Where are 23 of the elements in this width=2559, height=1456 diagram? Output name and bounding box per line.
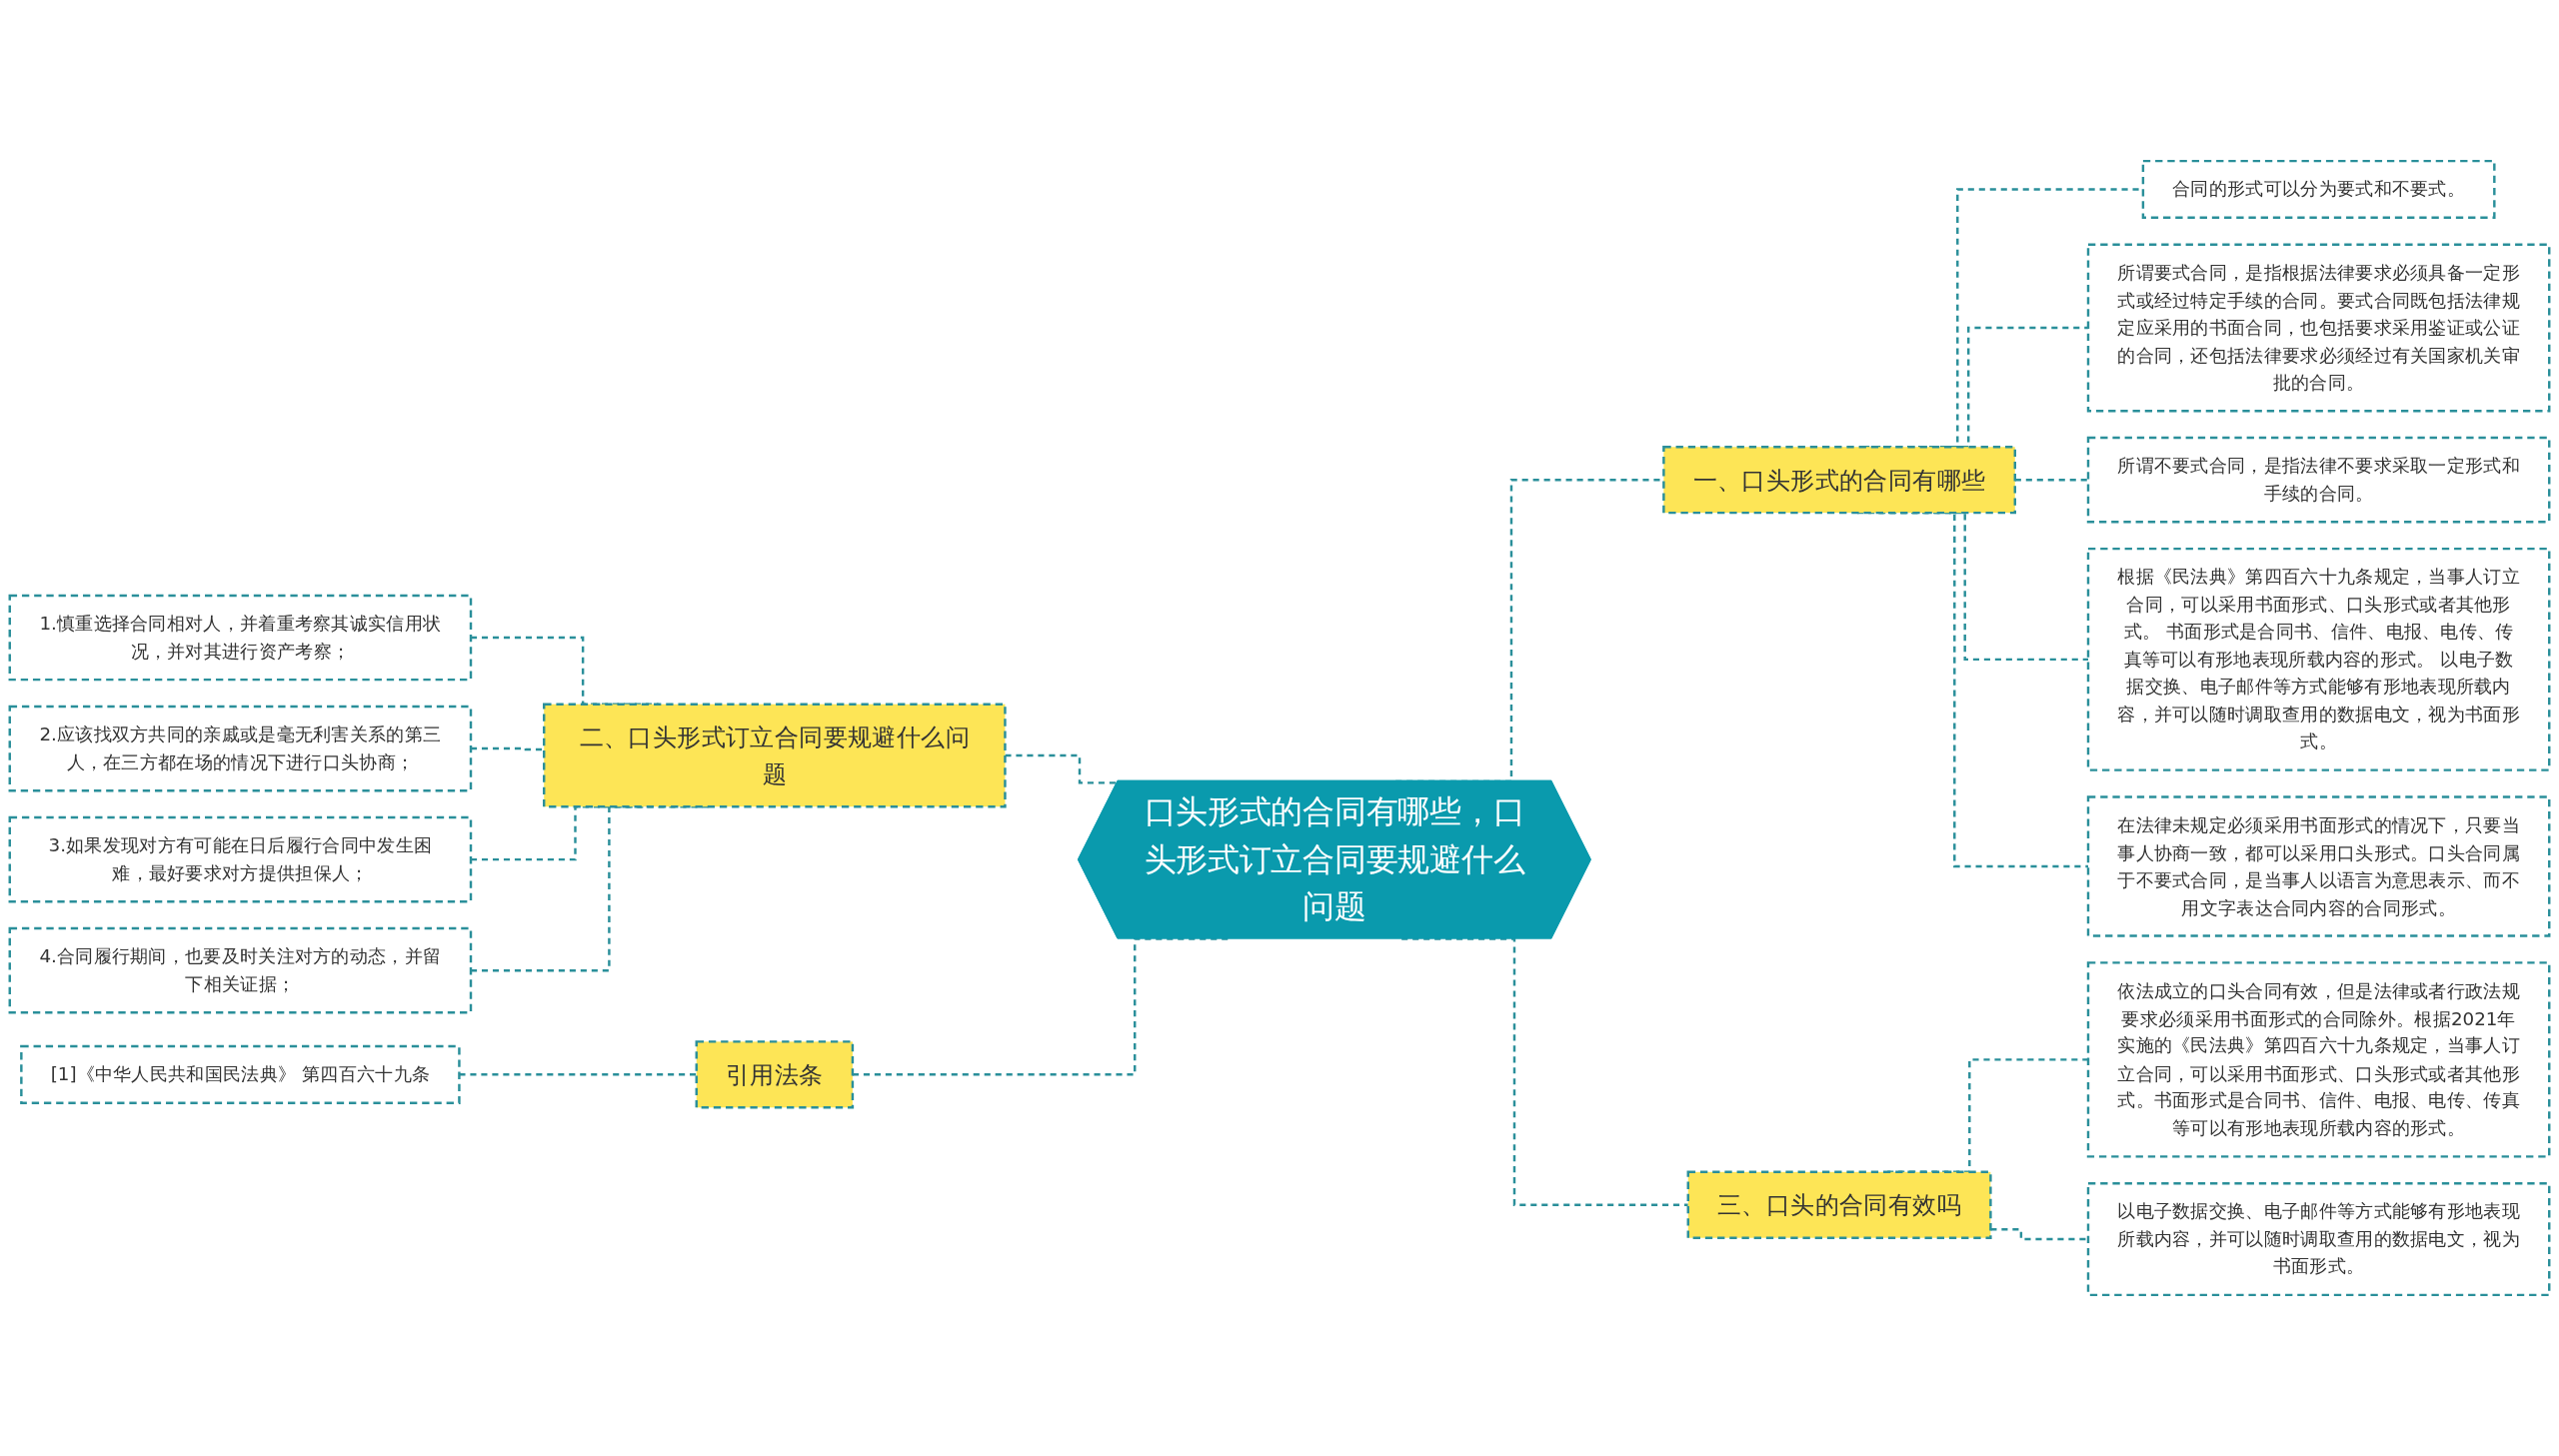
node-box: 2.应该找双方共同的亲戚或是毫无利害关系的第三人，在三方都在场的情况下进行口头协商； <box>8 705 473 792</box>
node-box: 根据《民法典》第四百六十九条规定，当事人订立合同，可以采用书面形式、口头形式或者其他形式。 书面形式是合同书、信件、电报、电传、传真等可以有形地表现所载内容的形式。 以电子数据交换、电子邮件等方式能够有形地表现所载内容，并可以随时调取查用的数据电文，视为书面形式。 <box>2086 547 2551 771</box>
node-box: 所谓不要式合同，是指法律不要求采取一定形式和手续的合同。 <box>2086 436 2551 524</box>
connector <box>1401 937 1688 1206</box>
node-box: 在法律未规定必须采用书面形式的情况下，只要当事人协商一致，都可以采用口头形式。口头合同属于不要式合同，是当事人以语言为意思表示、而不用文字表达合同内容的合同形式。 <box>2086 795 2551 937</box>
connector <box>459 1073 697 1076</box>
node-box: 引用法条 <box>695 1040 855 1109</box>
connector <box>1990 1228 2088 1241</box>
connector <box>2014 478 2088 482</box>
node-box: 合同的形式可以分为要式和不要式。 <box>2141 159 2496 220</box>
node-box: 4.合同履行期间，也要及时关注对方的动态，并留下相关证据； <box>8 926 473 1014</box>
connector <box>471 746 545 751</box>
node-box: 1.慎重选择合同相对人，并着重考察其诚实信用状况，并对其进行资产考察； <box>8 594 473 682</box>
node-box: 所谓要式合同，是指根据法律要求必须具备一定形式或经过特定手续的合同。要式合同既包括法律规定应采用的书面合同，也包括要求采用鉴证或公证的合同，还包括法律要求必须经过有关国家机关审批的合同。 <box>2086 243 2551 413</box>
connector <box>1005 753 1118 784</box>
connector <box>852 937 1229 1076</box>
node-box: 二、口头形式订立合同要规避什么问题 <box>543 703 1007 808</box>
node-box: 三、口头的合同有效吗 <box>1686 1170 1992 1239</box>
node-box: 3.如果发现对方有可能在日后履行合同中发生困难，最好要求对方提供担保人； <box>8 815 473 903</box>
node-box: 一、口头形式的合同有哪些 <box>1662 446 2016 515</box>
node-box: 以电子数据交换、电子邮件等方式能够有形地表现所载内容，并可以随时调取查用的数据电文，视为书面形式。 <box>2086 1182 2551 1297</box>
node-box: [1]《中华人民共和国民法典》 第四百六十九条 <box>20 1044 461 1104</box>
node-box: 依法成立的口头合同有效，但是法律或者行政法规要求必须采用书面形式的合同除外。根据2021年实施的《民法典》第四百六十九条规定，当事人订立合同，可以采用书面形式、口头形式或者其他形式。书面形式是合同书、信件、电报、电传、传真等可以有形地表现所载内容的形式。 <box>2086 961 2551 1158</box>
